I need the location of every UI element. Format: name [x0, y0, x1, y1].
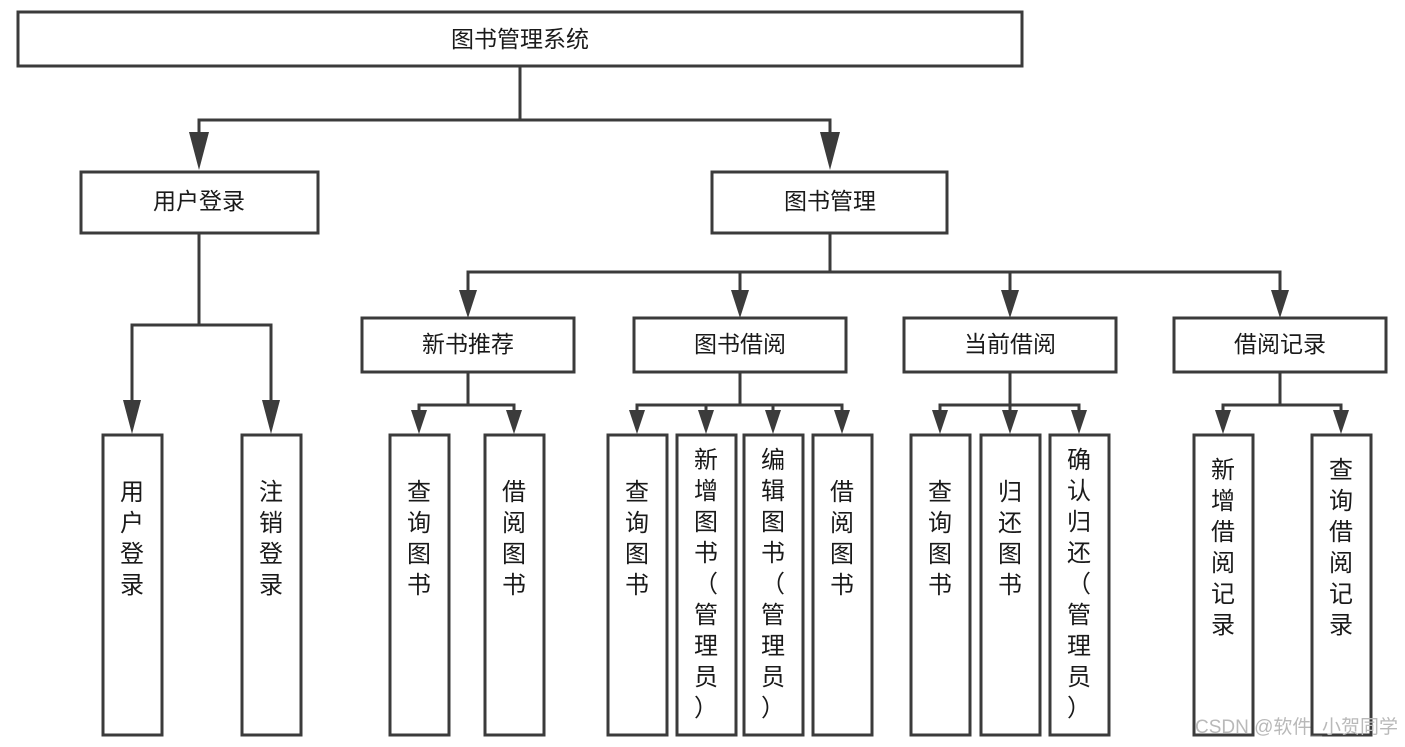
leaf-user-login-login[interactable]: 用户登录 — [101, 433, 164, 737]
node-current-borrow-label: 当前借阅 — [964, 331, 1056, 357]
leaf-borrow-query-book[interactable]: 查询图书 — [606, 433, 669, 737]
leaf-user-login-login-label: 用户登录 — [120, 479, 144, 599]
leaf-record-add-record[interactable]: 新增借阅记录 — [1192, 433, 1255, 737]
arrow-head-new-book-recommend — [459, 290, 477, 318]
leaf-borrow-add-book-label: 新增图书（管理员） — [694, 447, 718, 722]
leaf-current-return-book-label: 归还图书 — [998, 479, 1022, 599]
node-book-borrow[interactable]: 图书借阅 — [632, 316, 848, 374]
node-borrow-record-box — [1172, 316, 1388, 374]
node-user-login-label: 用户登录 — [153, 188, 245, 214]
leaf-borrow-edit-book[interactable]: 编辑图书（管理员） — [742, 433, 805, 737]
node-book-management-label: 图书管理 — [784, 188, 876, 214]
leaf-borrow-borrow-book-box — [811, 433, 874, 737]
leaf-recommend-query-book-box — [388, 433, 451, 737]
leaf-record-query-record[interactable]: 查询借阅记录 — [1310, 433, 1373, 737]
leaf-user-login-logout-label: 注销登录 — [259, 479, 283, 599]
arrow-head-current-leaf-2 — [1002, 410, 1018, 434]
leaf-current-return-book-box — [979, 433, 1042, 737]
leaf-recommend-borrow-book-label: 借阅图书 — [502, 479, 526, 599]
arrow-head-current-leaf-1 — [932, 410, 948, 434]
node-new-book-recommend[interactable]: 新书推荐 — [360, 316, 576, 374]
node-root-system-box — [16, 10, 1024, 68]
leaf-current-confirm-return-box — [1048, 433, 1111, 737]
leaf-record-query-record-box — [1310, 433, 1373, 737]
leaf-borrow-add-book-box — [675, 433, 738, 737]
arrow-head-borrow-record — [1271, 290, 1289, 318]
leaf-borrow-edit-book-label: 编辑图书（管理员） — [761, 447, 785, 722]
leaf-recommend-query-book[interactable]: 查询图书 — [388, 433, 451, 737]
arrow-head-leaf-user-login-1 — [123, 400, 141, 434]
arrow-head-borrow-leaf-4 — [834, 410, 850, 434]
leaf-current-confirm-return[interactable]: 确认归还（管理员） — [1048, 433, 1111, 737]
node-user-login-box — [79, 170, 320, 235]
leaf-recommend-borrow-book-box — [483, 433, 546, 737]
node-new-book-recommend-box — [360, 316, 576, 374]
watermark-label: CSDN @软件_小贺同学 — [1195, 716, 1398, 738]
leaf-user-login-logout-box — [240, 433, 303, 737]
leaf-user-login-login-box — [101, 433, 164, 737]
arrow-head-book-borrow — [731, 290, 749, 318]
arrow-head-user-login — [189, 132, 209, 170]
node-user-login[interactable]: 用户登录 — [79, 170, 320, 235]
arrow-head-current-borrow — [1001, 290, 1019, 318]
node-book-borrow-label: 图书借阅 — [694, 331, 786, 357]
leaf-current-query-book[interactable]: 查询图书 — [909, 433, 972, 737]
leaf-current-query-book-box — [909, 433, 972, 737]
leaf-borrow-borrow-book-label: 借阅图书 — [830, 479, 854, 599]
arrow-head-recommend-leaf-1 — [411, 410, 427, 434]
leaf-borrow-borrow-book[interactable]: 借阅图书 — [811, 433, 874, 737]
node-root-system-label: 图书管理系统 — [451, 26, 589, 52]
arrow-head-borrow-leaf-3 — [765, 410, 781, 434]
leaf-record-add-record-box — [1192, 433, 1255, 737]
arrow-head-record-leaf-2 — [1333, 410, 1349, 434]
node-borrow-record[interactable]: 借阅记录 — [1172, 316, 1388, 374]
arrow-head-current-leaf-3 — [1071, 410, 1087, 434]
arrow-head-borrow-leaf-2 — [698, 410, 714, 434]
node-current-borrow-box — [902, 316, 1118, 374]
node-root-system[interactable]: 图书管理系统 — [16, 10, 1024, 68]
leaf-borrow-query-book-box — [606, 433, 669, 737]
arrow-head-leaf-user-login-2 — [262, 400, 280, 434]
arrow-head-book-mgmt — [820, 132, 840, 170]
leaf-recommend-query-book-label: 查询图书 — [407, 479, 431, 599]
node-borrow-record-label: 借阅记录 — [1234, 331, 1326, 357]
leaf-current-query-book-label: 查询图书 — [928, 479, 952, 599]
leaf-borrow-add-book[interactable]: 新增图书（管理员） — [675, 433, 738, 737]
leaf-recommend-borrow-book[interactable]: 借阅图书 — [483, 433, 546, 737]
arrow-head-recommend-leaf-2 — [506, 410, 522, 434]
arrow-head-borrow-leaf-1 — [629, 410, 645, 434]
node-new-book-recommend-label: 新书推荐 — [422, 331, 514, 357]
arrow-head-record-leaf-1 — [1215, 410, 1231, 434]
node-book-management-box — [710, 170, 949, 235]
leaf-user-login-logout[interactable]: 注销登录 — [240, 433, 303, 737]
leaf-borrow-query-book-label: 查询图书 — [625, 479, 649, 599]
leaf-current-return-book[interactable]: 归还图书 — [979, 433, 1042, 737]
leaf-current-confirm-return-label: 确认归还（管理员） — [1067, 447, 1091, 722]
node-book-borrow-box — [632, 316, 848, 374]
node-current-borrow[interactable]: 当前借阅 — [902, 316, 1118, 374]
leaf-record-add-record-label: 新增借阅记录 — [1211, 457, 1235, 639]
leaf-record-query-record-label: 查询借阅记录 — [1329, 457, 1353, 639]
connector-layer — [123, 64, 1349, 434]
node-book-management[interactable]: 图书管理 — [710, 170, 949, 235]
leaf-borrow-edit-book-box — [742, 433, 805, 737]
